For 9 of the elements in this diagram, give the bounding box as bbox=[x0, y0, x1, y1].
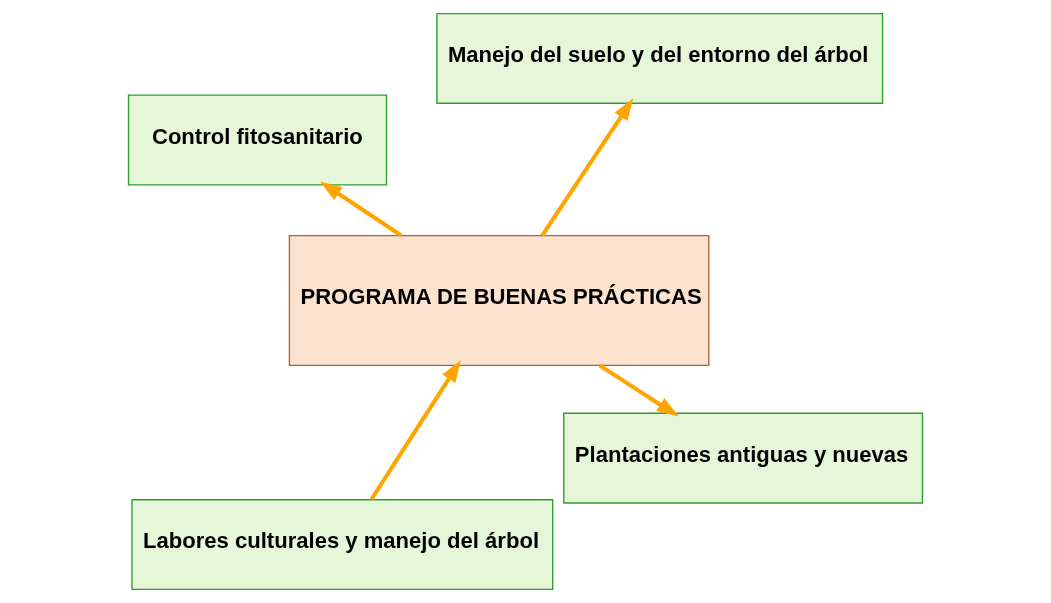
arrow bbox=[598, 363, 679, 417]
node-box: Manejo del suelo y del entorno del árbol bbox=[436, 12, 884, 104]
arrow bbox=[369, 360, 461, 501]
arrow bbox=[540, 98, 634, 237]
node-box: Plantaciones antiguas y nuevas bbox=[563, 412, 924, 504]
node-box: Labores culturales y manejo del árbol bbox=[131, 499, 554, 591]
arrow bbox=[320, 181, 403, 238]
node-box: PROGRAMA DE BUENAS PRÁCTICAS bbox=[288, 235, 710, 367]
node-box: Control fitosanitario bbox=[127, 94, 388, 186]
